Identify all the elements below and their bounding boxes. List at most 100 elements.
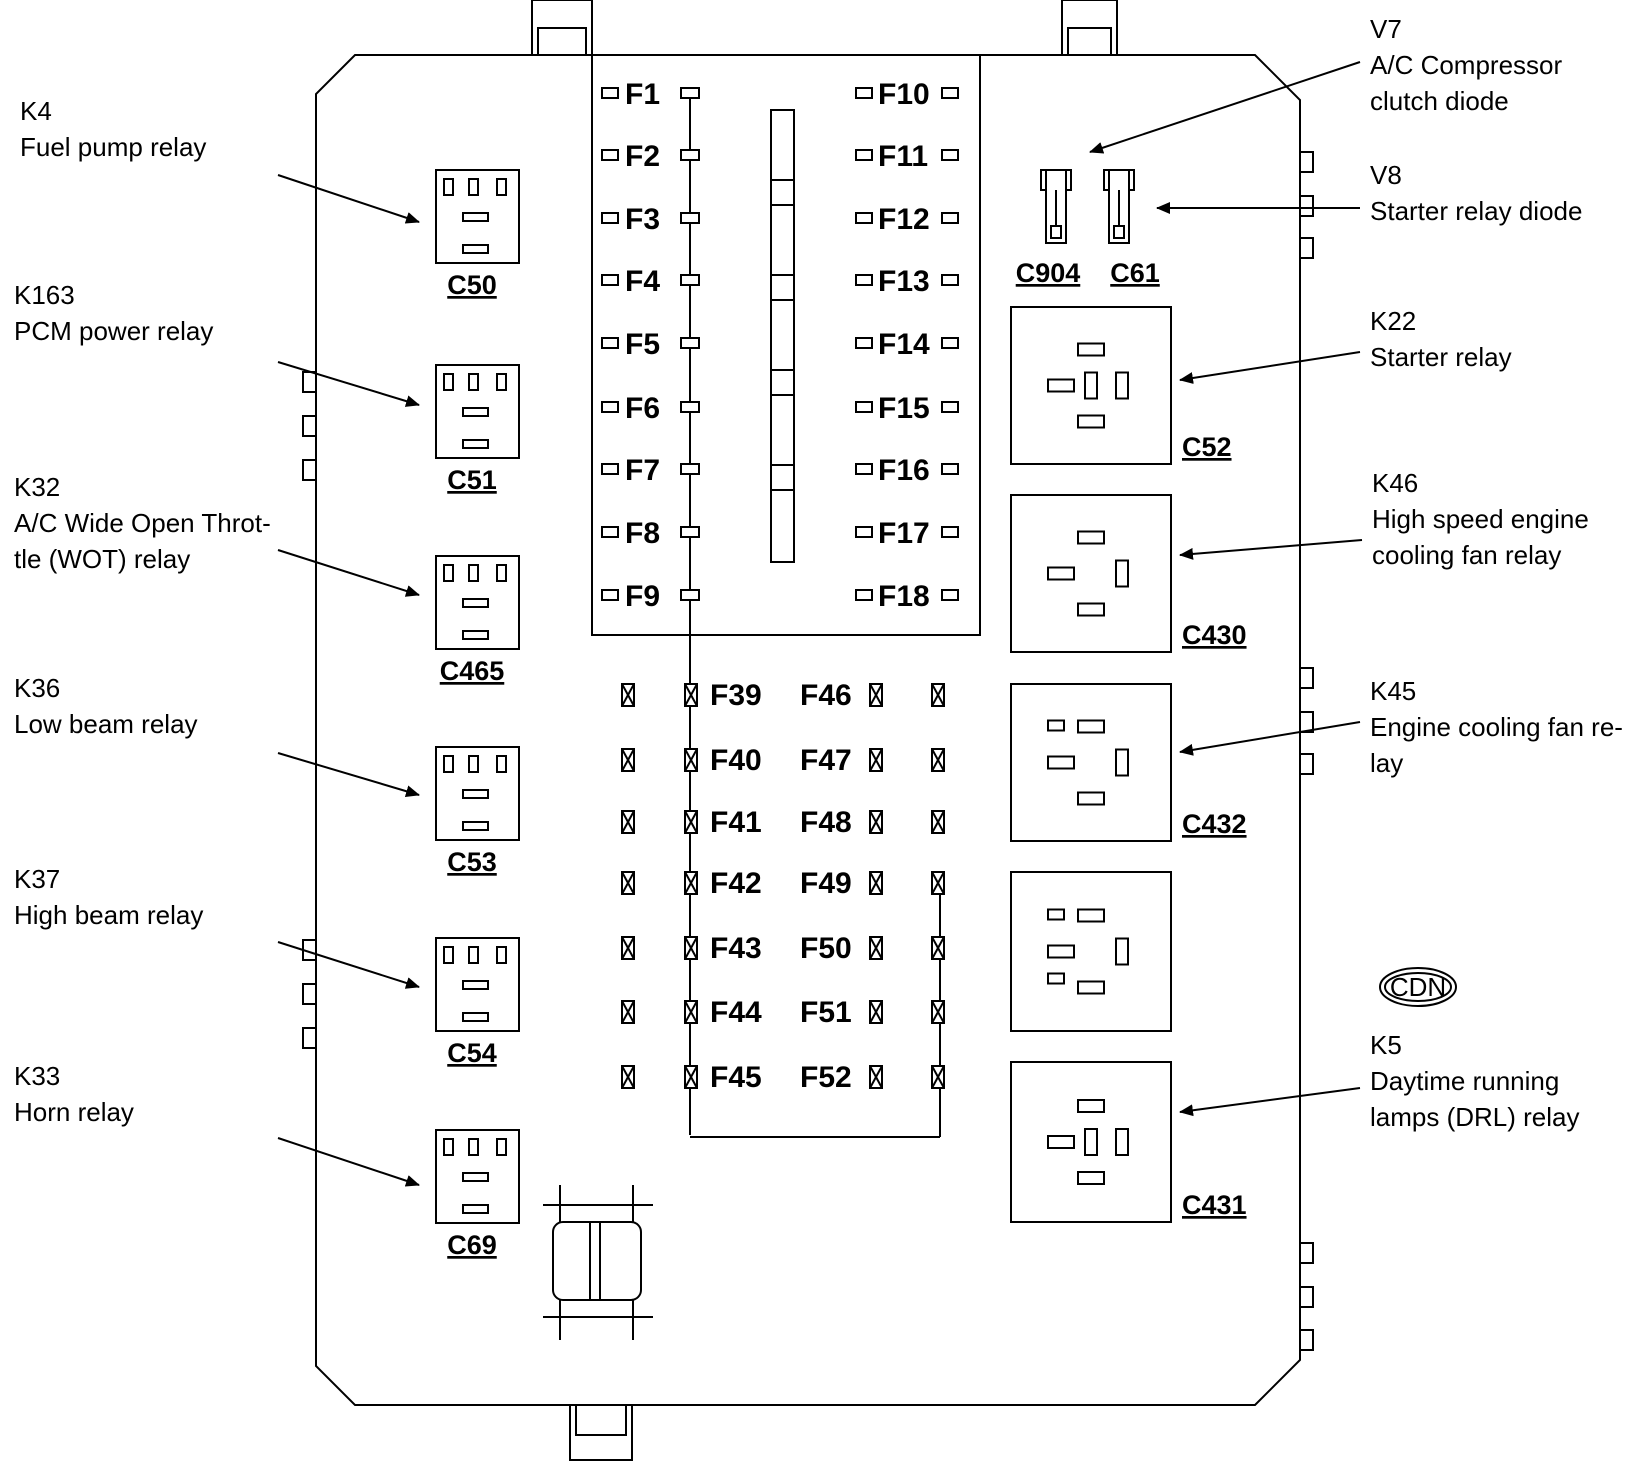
callout-id: K36 [14, 673, 60, 703]
relay-connector-c51: C51 [435, 364, 520, 495]
fuse-box-housing [315, 54, 1301, 1406]
fuse-f17: F17 [855, 517, 959, 550]
callout-id: K32 [14, 472, 60, 502]
callout-description: Starter relay diode [1370, 196, 1582, 226]
callout-arrow [1179, 721, 1361, 756]
callout-id: K33 [14, 1061, 60, 1091]
maxi-fuses: F39F40F41F42F43F44F45F46F47F48F49F50F51F… [621, 679, 945, 1094]
fuse-f12: F12 [855, 203, 959, 236]
fuse-label: F18 [878, 580, 930, 613]
maxi-fuse-label: F45 [710, 1061, 762, 1094]
top-tab-right [1061, 0, 1118, 56]
maxi-fuse-label: F43 [710, 932, 762, 965]
callout-description: Engine cooling fan re- [1370, 712, 1623, 742]
fuse-label: F5 [625, 328, 660, 361]
callout-description: Low beam relay [14, 709, 198, 739]
callout-description: Daytime running [1370, 1066, 1559, 1096]
relay-c432: C432 [1010, 683, 1247, 842]
maxi-fuse-label: F42 [710, 867, 762, 900]
fuse-f13: F13 [855, 265, 959, 298]
bottom-tab [569, 1404, 633, 1461]
fuse-f11: F11 [855, 140, 959, 173]
callout-description: Fuel pump relay [20, 132, 206, 162]
relay-connector-c69: C69 [435, 1129, 520, 1260]
fuse-label: F14 [878, 328, 930, 361]
connector-label: C69 [447, 1230, 497, 1260]
maxi-fuse-f47: F47 [800, 744, 945, 777]
callout-id: K4 [20, 96, 52, 126]
mini-fuse-panel [591, 54, 981, 636]
maxi-fuse-f50: F50 [800, 932, 945, 965]
fuse-label: F9 [625, 580, 660, 613]
maxi-fuse-label: F51 [800, 996, 852, 1029]
fuse-f1: F1 [601, 78, 700, 111]
fuse-f14: F14 [855, 328, 959, 361]
fuse-f7: F7 [601, 454, 700, 487]
connector-label: C465 [440, 656, 505, 686]
relay-c52: C52 [1010, 306, 1232, 465]
maxi-fuse-f52: F52 [800, 1061, 945, 1094]
callout-description: lay [1370, 748, 1403, 778]
maxi-fuse-f51: F51 [800, 996, 945, 1029]
callout-arrow [1179, 539, 1363, 560]
fuse-label: F10 [878, 78, 930, 111]
callout-v7: V7A/C Compressor clutch diode [1089, 14, 1562, 154]
connector-label: C51 [447, 465, 497, 495]
maxi-fuse-f49: F49 [800, 867, 945, 900]
connector-label: C431 [1182, 1190, 1247, 1220]
fuse-f10: F10 [855, 78, 959, 111]
callout-id: V7 [1370, 14, 1402, 44]
fuse-f18: F18 [855, 580, 959, 613]
callout-description: A/C Compressor [1370, 50, 1562, 80]
callout-arrow [1179, 1087, 1361, 1117]
fuse-f2: F2 [601, 140, 700, 173]
relay-c430: C430 [1010, 494, 1247, 653]
callout-id: K22 [1370, 306, 1416, 336]
maxi-fuse-f45: F45 [621, 1061, 762, 1094]
maxi-fuse-label: F44 [710, 996, 762, 1029]
diode-connector-c61: C61 [1103, 169, 1160, 288]
maxi-fuse-label: F40 [710, 744, 762, 777]
diodes: C904 C61 [1016, 169, 1160, 288]
side-clips [302, 151, 1314, 1351]
callout-id: K45 [1370, 676, 1416, 706]
latch-bracket [543, 1185, 653, 1340]
relay-connector-c53: C53 [435, 746, 520, 877]
relay-c431: C431 [1010, 1061, 1247, 1223]
fuse-f5: F5 [601, 328, 700, 361]
callout-description: clutch diode [1370, 86, 1509, 116]
callout-id: K37 [14, 864, 60, 894]
maxi-fuse-label: F41 [710, 806, 762, 839]
callout-id: K163 [14, 280, 75, 310]
mini-fuses: F1F2F3F4F5F6F7F8F9F10F11F12F13F14F15F16F… [601, 78, 959, 613]
fuse-f15: F15 [855, 392, 959, 425]
fuse-f6: F6 [601, 392, 700, 425]
maxi-fuse-label: F39 [710, 679, 762, 712]
connector-label: C50 [447, 270, 497, 300]
maxi-fuse-f43: F43 [621, 932, 762, 965]
connector-label: C61 [1110, 258, 1160, 288]
maxi-fuse-label: F46 [800, 679, 852, 712]
fuse-label: F4 [625, 265, 660, 298]
fuse-strip [770, 109, 795, 563]
fuse-label: F8 [625, 517, 660, 550]
callout-arrow [1179, 351, 1361, 384]
relay-connector-c50: C50 [435, 169, 520, 300]
fuse-f9: F9 [601, 580, 700, 613]
callout-description: A/C Wide Open Throt- [14, 508, 271, 538]
callout-description: Horn relay [14, 1097, 134, 1127]
maxi-fuse-f40: F40 [621, 744, 762, 777]
relay-connector-c465: C465 [435, 555, 520, 686]
fuse-label: F1 [625, 78, 660, 111]
connector-label: C904 [1016, 258, 1081, 288]
maxi-fuse-label: F52 [800, 1061, 852, 1094]
relay-connector-c54: C54 [435, 937, 520, 1068]
callout-description: High beam relay [14, 900, 203, 930]
